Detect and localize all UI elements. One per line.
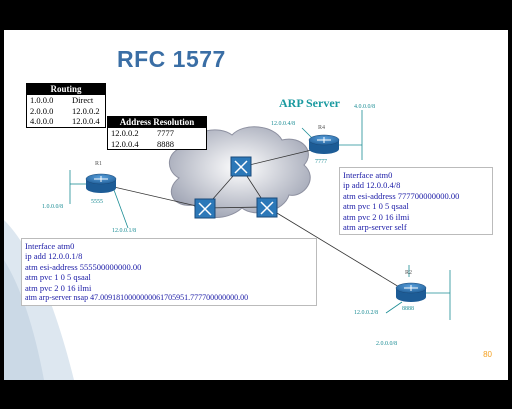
config-line: atm esi-address 777700000000.00 <box>343 190 460 201</box>
arp-addr: 7777 <box>157 128 174 138</box>
arp-addr: 8888 <box>157 138 174 149</box>
r1-config-box: Interface atm0 ip add 12.0.0.1/8 atm esi… <box>21 238 317 307</box>
slide-title: RFC 1577 <box>117 46 226 72</box>
r2-id: 8888 <box>402 306 414 312</box>
r2-atm-line <box>385 301 403 314</box>
config-line: atm arp-server nsap 47.00918100000000617… <box>25 293 249 303</box>
atm-switch-3 <box>256 197 278 218</box>
routing-row: 1.0.0.0 Direct <box>27 95 105 106</box>
atm-switch-1 <box>230 156 252 177</box>
config-line: atm pvc 2 0 16 ilmi <box>25 282 92 293</box>
router-r2-icon <box>395 282 427 302</box>
routing-next: 12.0.0.4 <box>72 116 100 126</box>
arp-server-label: ARP Server <box>279 96 340 110</box>
r4-config-box: Interface atm0 ip add 12.0.0.4/8 atm esi… <box>339 167 493 236</box>
link-r1-cloud <box>100 183 206 209</box>
r2-name: R2 <box>405 270 413 276</box>
config-line: atm arp-server self <box>343 222 407 233</box>
corner-decoration-inner <box>4 260 44 380</box>
routing-table-header: Routing <box>27 84 105 95</box>
r1-atm-address: 12.0.0.1/8 <box>112 228 137 234</box>
arp-row: 12.0.0.2 7777 <box>108 128 206 139</box>
routing-row: 4.0.0.0 12.0.0.4 <box>27 116 105 127</box>
config-line: ip add 12.0.0.4/8 <box>343 180 401 191</box>
address-resolution-header: Address Resolution <box>108 117 206 128</box>
config-line: ip add 12.0.0.1/8 <box>25 251 83 262</box>
slide: RFC 1577 <box>4 30 508 380</box>
r4-atm-address: 12.0.0.4/8 <box>271 121 296 127</box>
config-line: Interface atm0 <box>343 170 393 180</box>
config-line: Interface atm0 <box>25 241 75 251</box>
page-number: 80 <box>483 350 492 359</box>
config-line: atm pvc 1 0 5 qsaal <box>343 201 409 212</box>
routing-next: Direct <box>72 95 94 105</box>
routing-dest: 4.0.0.0 <box>30 116 54 126</box>
routing-dest: 2.0.0.0 <box>30 105 54 116</box>
routing-next: 12.0.0.2 <box>72 105 100 116</box>
r4-lan-address: 4.0.0.0/8 <box>354 104 376 110</box>
address-resolution-table: Address Resolution 12.0.0.2 7777 12.0.0.4… <box>107 116 207 150</box>
routing-row: 2.0.0.0 12.0.0.2 <box>27 106 105 117</box>
router-r4-icon <box>308 134 340 154</box>
r1-atm-line <box>113 189 129 229</box>
r1-lan-address: 1.0.0.0/8 <box>42 204 64 210</box>
router-r1-icon <box>85 173 117 193</box>
arp-ip: 12.0.0.2 <box>111 128 139 138</box>
config-line: atm esi-address 555500000000.00 <box>25 261 142 272</box>
atm-switch-2 <box>194 198 216 219</box>
arp-row: 12.0.0.4 8888 <box>108 139 206 150</box>
config-line: atm pvc 2 0 16 ilmi <box>343 211 410 222</box>
r2-atm-address: 12.0.0.2/8 <box>354 310 379 316</box>
r4-id: 7777 <box>315 159 327 165</box>
routing-dest: 1.0.0.0 <box>30 95 54 105</box>
r4-name: R4 <box>318 125 326 131</box>
arp-ip: 12.0.0.4 <box>111 138 139 149</box>
routing-table: Routing 1.0.0.0 Direct 2.0.0.0 12.0.0.2 4.… <box>26 83 106 128</box>
r1-id: 5555 <box>91 199 103 205</box>
config-line: atm pvc 1 0 5 qsaal <box>25 272 91 283</box>
r2-lan-address: 2.0.0.0/8 <box>376 341 398 347</box>
r1-name: R1 <box>95 161 103 167</box>
link-r2-cloud <box>266 206 410 294</box>
